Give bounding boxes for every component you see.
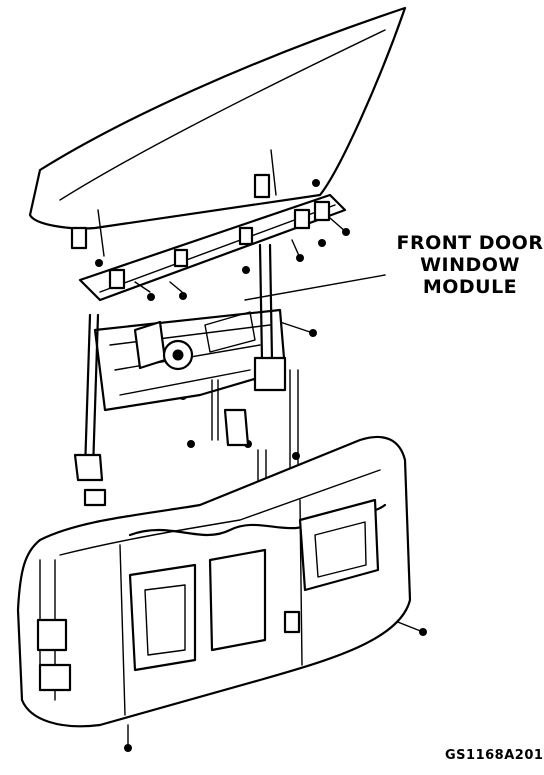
callout-line-1: FRONT DOOR bbox=[396, 232, 544, 254]
window-glass bbox=[28, 6, 407, 230]
figure-id: GS1168A201 bbox=[445, 748, 544, 763]
callout-leader bbox=[244, 274, 386, 301]
door-inner-panel bbox=[16, 435, 412, 728]
module-callout-label: FRONT DOOR WINDOW MODULE bbox=[395, 232, 544, 298]
callout-line-2: WINDOW bbox=[420, 254, 520, 276]
glass-clips bbox=[70, 149, 277, 257]
regulator-panel bbox=[93, 308, 287, 412]
guide-rails bbox=[73, 243, 287, 507]
module-top-rail bbox=[78, 193, 347, 302]
callout-line-3: MODULE bbox=[422, 276, 518, 298]
